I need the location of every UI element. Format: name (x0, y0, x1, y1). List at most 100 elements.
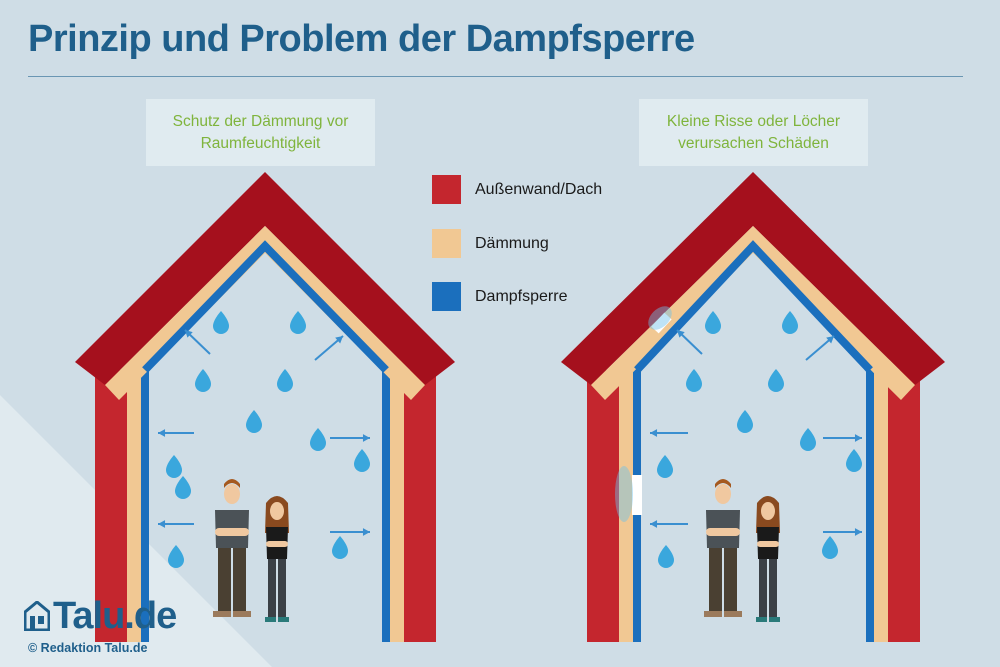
droplet (175, 476, 191, 499)
droplet (213, 311, 229, 334)
moisture-arrows (650, 329, 862, 536)
legend-label: Dämmung (475, 234, 549, 252)
droplet (277, 369, 293, 392)
title-divider (28, 76, 963, 77)
outer-wall-right (404, 370, 436, 642)
insulation-left (127, 357, 141, 642)
man-leg-right (233, 548, 246, 612)
woman-head (270, 502, 284, 520)
outer-wall-right (888, 370, 920, 642)
arrow-head (677, 330, 685, 338)
woman-arms (757, 541, 779, 547)
person-woman-right (756, 496, 780, 622)
man-arms (215, 528, 249, 536)
insulation-right (874, 357, 888, 642)
brand-logo: Talu.de (24, 595, 177, 637)
woman-leg-left (759, 559, 767, 619)
man-hair (224, 479, 240, 488)
outer-wall-left (95, 370, 127, 642)
man-shoe-right (233, 611, 251, 617)
droplet (782, 311, 798, 334)
droplet (822, 536, 838, 559)
person-man-left (213, 479, 251, 617)
droplet (686, 369, 702, 392)
arrow-head (854, 528, 862, 536)
legend-swatch (432, 175, 461, 204)
roof (75, 172, 455, 385)
droplet (246, 410, 262, 433)
vapor-barrier-right (866, 353, 874, 642)
droplet (290, 311, 306, 334)
droplet (737, 410, 753, 433)
woman-head (761, 502, 775, 520)
arrow-head (185, 330, 193, 338)
woman-leg-left (268, 559, 276, 619)
caption-right-line2: verursachen Schäden (678, 134, 829, 152)
arrow-head (650, 520, 658, 528)
woman-leg-right (769, 559, 777, 619)
woman-leg-right (278, 559, 286, 619)
man-leg-left (709, 548, 722, 612)
droplet (310, 428, 326, 451)
brand-logo-text: Talu.de (53, 595, 177, 637)
woman-shoe-right (769, 617, 780, 622)
moisture-stain-wall (615, 466, 633, 522)
legend-label: Außenwand/Dach (475, 180, 603, 198)
house-logo-icon (24, 601, 50, 631)
caption-left-line2: Raumfeuchtigkeit (200, 134, 321, 152)
copyright-notice: © Redaktion Talu.de (28, 641, 148, 655)
man-shoe-left (213, 611, 231, 617)
woman-shoe-left (265, 617, 276, 622)
droplet (168, 545, 184, 568)
arrow-head (362, 434, 370, 442)
legend-swatch (432, 282, 461, 311)
arrow-head (362, 528, 370, 536)
barrier-hole-roof (651, 312, 672, 334)
insulation-left (619, 357, 633, 642)
roof (561, 172, 945, 385)
person-woman-left (265, 496, 289, 622)
droplets (166, 311, 370, 568)
man-leg-left (218, 548, 231, 612)
moisture-stain-roof (648, 306, 672, 330)
arrow-head (650, 429, 658, 437)
legend-item-insulation: Dämmung (432, 229, 549, 258)
droplet (195, 369, 211, 392)
woman-shoe-left (756, 617, 767, 622)
droplet (354, 449, 370, 472)
legend-swatch (432, 229, 461, 258)
house-right (561, 172, 945, 642)
man-shoe-left (704, 611, 722, 617)
droplet (800, 428, 816, 451)
droplet (768, 369, 784, 392)
droplet (846, 449, 862, 472)
legend-item-outer-wall: Außenwand/Dach (432, 175, 602, 204)
arrow-head (826, 336, 834, 344)
house-left (75, 172, 455, 642)
man-head (715, 484, 731, 504)
arrow-head (335, 336, 343, 344)
arrow-head (854, 434, 862, 442)
droplet (705, 311, 721, 334)
caption-right-line1: Kleine Risse oder Löcher (666, 112, 841, 130)
outer-wall-left (587, 370, 619, 642)
droplets (657, 311, 862, 568)
man-hair (715, 479, 731, 488)
woman-arms (266, 541, 288, 547)
legend-item-vapor-barrier: Dampfsperre (432, 282, 567, 311)
man-arms (706, 528, 740, 536)
droplet (658, 545, 674, 568)
man-head (224, 484, 240, 504)
man-shoe-right (724, 611, 742, 617)
caption-left-line1: Schutz der Dämmung vor (172, 112, 349, 130)
legend-label: Dampfsperre (475, 287, 568, 305)
person-man-right (704, 479, 742, 617)
vapor-barrier-right (382, 353, 390, 642)
vapor-barrier-left (141, 353, 149, 642)
caption-right: Kleine Risse oder Löcher verursachen Schä… (639, 99, 868, 166)
man-leg-right (724, 548, 737, 612)
droplet (657, 455, 673, 478)
